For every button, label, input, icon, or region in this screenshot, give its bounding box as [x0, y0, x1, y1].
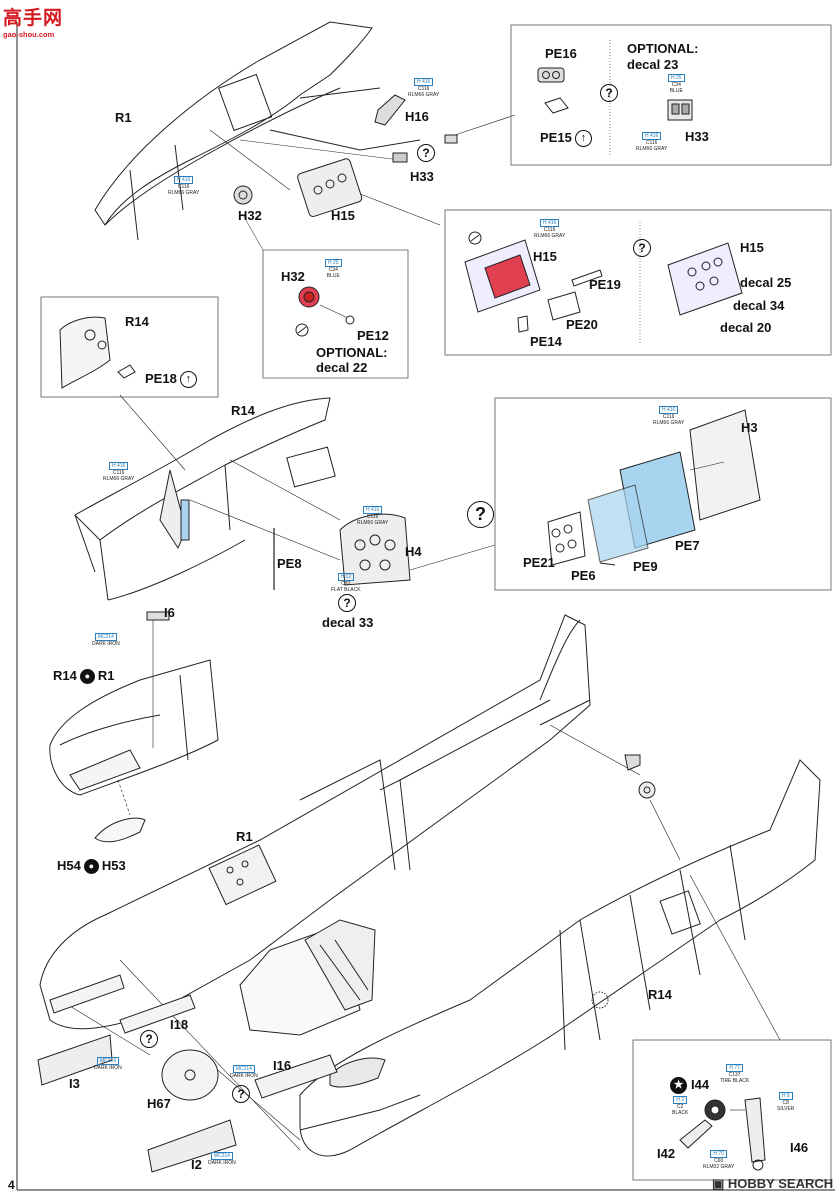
part-label-r1-lower: R1 — [236, 829, 253, 844]
part-label-h16: H16 — [405, 109, 429, 124]
question-icon: ? — [140, 1030, 158, 1048]
part-label-pe9: PE9 — [633, 559, 658, 574]
part-label-i6: I6 — [164, 605, 175, 620]
question-icon: ? — [633, 239, 651, 257]
part-label-i16: I16 — [273, 1058, 292, 1073]
decal-23-label: decal 23 — [627, 57, 679, 72]
decal-34-label: decal 34 — [733, 298, 785, 313]
part-label-h15: H15 — [331, 208, 355, 223]
logo-subtext: gao-shou.com — [3, 30, 55, 39]
question-icon: ? — [232, 1085, 250, 1103]
part-label-i46: I46 — [790, 1140, 809, 1155]
part-label-pe6: PE6 — [571, 568, 596, 583]
decal-33-label: decal 33 — [322, 615, 374, 630]
part-label-r1: R1 — [115, 110, 132, 125]
part-label-pe21: PE21 — [523, 555, 555, 570]
question-icon: ? — [467, 501, 494, 528]
part-label-pe7: PE7 — [675, 538, 700, 553]
question-icon: ? — [338, 594, 356, 612]
watermark: ▣ HOBBY SEARCH — [712, 1176, 834, 1191]
decal-22-label: decal 22 — [316, 360, 368, 375]
part-label-h32-box: H32 — [281, 269, 305, 284]
part-label-i3: I3 — [69, 1076, 80, 1091]
star-icon: ★ — [670, 1077, 687, 1094]
part-label-h32: H32 — [238, 208, 262, 223]
part-label-i2: I2 — [191, 1157, 202, 1172]
part-label-pe8: PE8 — [277, 556, 302, 571]
part-label-r14-mid: R14 — [231, 403, 255, 418]
part-label-i42: I42 — [657, 1146, 676, 1161]
logo-text: 高手网 — [3, 7, 64, 29]
decal-25-label: decal 25 — [740, 275, 792, 290]
watermark-text: HOBBY SEARCH — [727, 1176, 834, 1191]
part-label-pe12: PE12 — [357, 328, 389, 343]
part-label-h15-left: H15 — [533, 249, 557, 264]
glue-icon: ● — [79, 669, 95, 685]
part-label-pe18: PE18↑ — [145, 371, 197, 388]
up-arrow-icon: ↑ — [574, 130, 592, 147]
join-label-h54-h53: H54●H53 — [57, 858, 126, 875]
part-label-r14-lower: R14 — [648, 987, 672, 1002]
question-icon: ? — [417, 144, 435, 162]
page-number: 4 — [8, 1178, 15, 1192]
decal-20-label: decal 20 — [720, 320, 772, 335]
optional-label: OPTIONAL: — [627, 41, 699, 56]
question-icon: ? — [600, 84, 618, 102]
optional-label: OPTIONAL: — [316, 345, 388, 360]
up-arrow-icon: ↑ — [179, 371, 197, 388]
glue-icon: ● — [83, 859, 99, 875]
part-label-h4: H4 — [405, 544, 422, 559]
part-label-h33-box: H33 — [685, 129, 709, 144]
part-label-h3: H3 — [741, 420, 758, 435]
part-label-h67: H67 — [147, 1096, 171, 1111]
part-label-h33: H33 — [410, 169, 434, 184]
site-logo: 高手网 gao-shou.com — [3, 3, 63, 39]
part-label-pe15: PE15↑ — [540, 130, 592, 147]
part-label-pe19: PE19 — [589, 277, 621, 292]
part-label-i18: I18 — [170, 1017, 189, 1032]
part-label-h15-right: H15 — [740, 240, 764, 255]
part-label-i44: ★I44 — [670, 1077, 709, 1094]
join-label-r14-r1: R14●R1 — [53, 668, 115, 685]
part-label-pe16: PE16 — [545, 46, 577, 61]
part-label-pe20: PE20 — [566, 317, 598, 332]
part-label-pe14: PE14 — [530, 334, 562, 349]
part-label-r14-inset: R14 — [125, 314, 149, 329]
